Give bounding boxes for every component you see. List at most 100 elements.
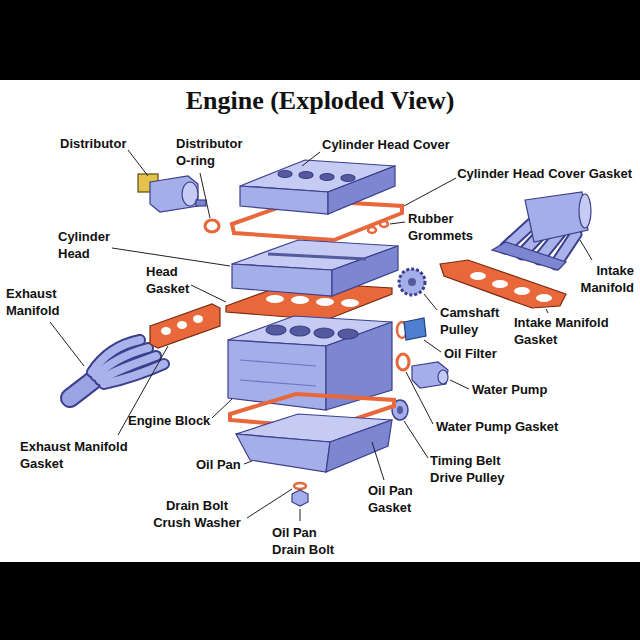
pulley-hub <box>397 406 403 414</box>
part-label: Cylinder Head Cover <box>322 136 450 153</box>
part-label: Oil Pan Gasket <box>368 482 426 516</box>
part-label: Drain Bolt Crush Washer <box>150 497 244 531</box>
leader-line <box>546 309 548 313</box>
cylinder-bore <box>290 326 310 336</box>
collector-pipe <box>70 378 96 398</box>
leader-lines <box>50 150 592 521</box>
leader-line <box>200 173 210 218</box>
cover-side <box>328 166 395 214</box>
gasket-hole <box>470 272 486 280</box>
part-label: Camshaft Pulley <box>440 304 510 338</box>
leader-line <box>424 294 437 310</box>
leader-line <box>244 461 252 464</box>
part-label: Distributor <box>60 135 126 152</box>
exhaust-manifold-gasket <box>150 304 220 348</box>
pump-hub <box>438 370 448 384</box>
camshaft <box>268 254 366 259</box>
oil-pan <box>236 414 392 472</box>
distributor <box>138 174 206 212</box>
cylinder-head-cover <box>240 160 395 214</box>
part-label: Rubber Grommets <box>408 210 478 244</box>
leader-line <box>191 285 226 302</box>
water-pump <box>412 362 448 388</box>
part-label: Water Pump Gasket <box>436 418 558 435</box>
leader-line <box>406 372 433 424</box>
head-front <box>232 264 332 296</box>
plug-hole <box>320 174 334 181</box>
gasket-hole <box>316 298 334 306</box>
water-pump-gasket <box>397 354 409 370</box>
cylinder-bore <box>266 325 286 335</box>
exhaust-manifold <box>70 340 164 398</box>
gasket-hole <box>193 315 203 323</box>
filter-can <box>404 318 426 340</box>
block-rib <box>240 360 316 366</box>
cylinder-head <box>232 240 398 296</box>
camshaft-pulley <box>399 269 425 295</box>
white-ground <box>0 80 640 562</box>
part-label: Engine Block <box>128 412 210 429</box>
part-label: Oil Pan <box>196 456 241 473</box>
gasket-hole <box>177 321 187 329</box>
manifold-flange <box>492 242 566 270</box>
part-label: Distributor O-ring <box>176 135 256 169</box>
part-label: Cylinder Head Cover Gasket <box>457 165 632 182</box>
part-label: Intake Manifold Gasket <box>514 314 632 348</box>
gasket-hole <box>514 287 530 295</box>
plug-hole <box>341 175 355 182</box>
crush-washer <box>294 483 306 489</box>
cylinder-bore <box>314 328 334 338</box>
pulley-gear <box>399 269 425 295</box>
grommet <box>380 221 388 227</box>
leader-line <box>450 380 469 389</box>
leader-line <box>247 489 292 518</box>
pump-body <box>412 362 448 388</box>
plenum <box>525 192 588 242</box>
leader-line <box>128 150 148 176</box>
leader-line <box>390 222 405 224</box>
intake-manifold <box>492 192 591 270</box>
collector-outline <box>70 378 96 398</box>
diagram-title: Engine (Exploded View) <box>0 86 640 116</box>
part-label: Oil Pan Drain Bolt <box>272 524 344 558</box>
pan-side <box>326 420 392 472</box>
part-label: Exhaust Manifold Gasket <box>20 438 140 472</box>
leader-line <box>302 152 320 166</box>
cover-front <box>240 186 328 214</box>
part-label: Timing Belt Drive Pulley <box>430 452 522 486</box>
part-label: Oil Filter <box>444 345 497 362</box>
plug-hole <box>299 172 313 179</box>
cylinder-bore <box>338 329 358 339</box>
gasket-hole <box>266 295 284 303</box>
part-label: Intake Manifold <box>570 262 634 296</box>
leader-line <box>372 442 384 480</box>
gasket-hole <box>536 294 552 302</box>
tube <box>104 364 164 384</box>
plug-hole <box>278 171 292 178</box>
head-side <box>332 246 398 296</box>
leader-line <box>300 509 301 521</box>
part-label: Water Pump <box>472 381 547 398</box>
oil-filter <box>397 318 426 340</box>
gasket-hole <box>492 280 508 288</box>
block-rib <box>240 380 316 386</box>
o-ring <box>205 220 219 232</box>
grommet <box>368 227 376 233</box>
part-label: Exhaust Manifold <box>6 285 70 319</box>
gasket-hole <box>291 296 309 304</box>
pan-front <box>236 434 330 472</box>
throttle-body <box>579 194 591 228</box>
part-label: Cylinder Head <box>58 228 124 262</box>
leader-line <box>404 178 456 206</box>
leader-line <box>50 322 84 366</box>
leader-line <box>112 248 230 266</box>
drain-bolt <box>292 490 308 506</box>
leader-line <box>404 421 428 458</box>
pulley-hub <box>408 278 416 286</box>
leader-line <box>424 340 441 352</box>
distributor-body <box>150 176 198 212</box>
distributor-shaft <box>196 200 206 206</box>
part-label: Head Gasket <box>146 263 196 297</box>
leader-line <box>212 399 232 418</box>
